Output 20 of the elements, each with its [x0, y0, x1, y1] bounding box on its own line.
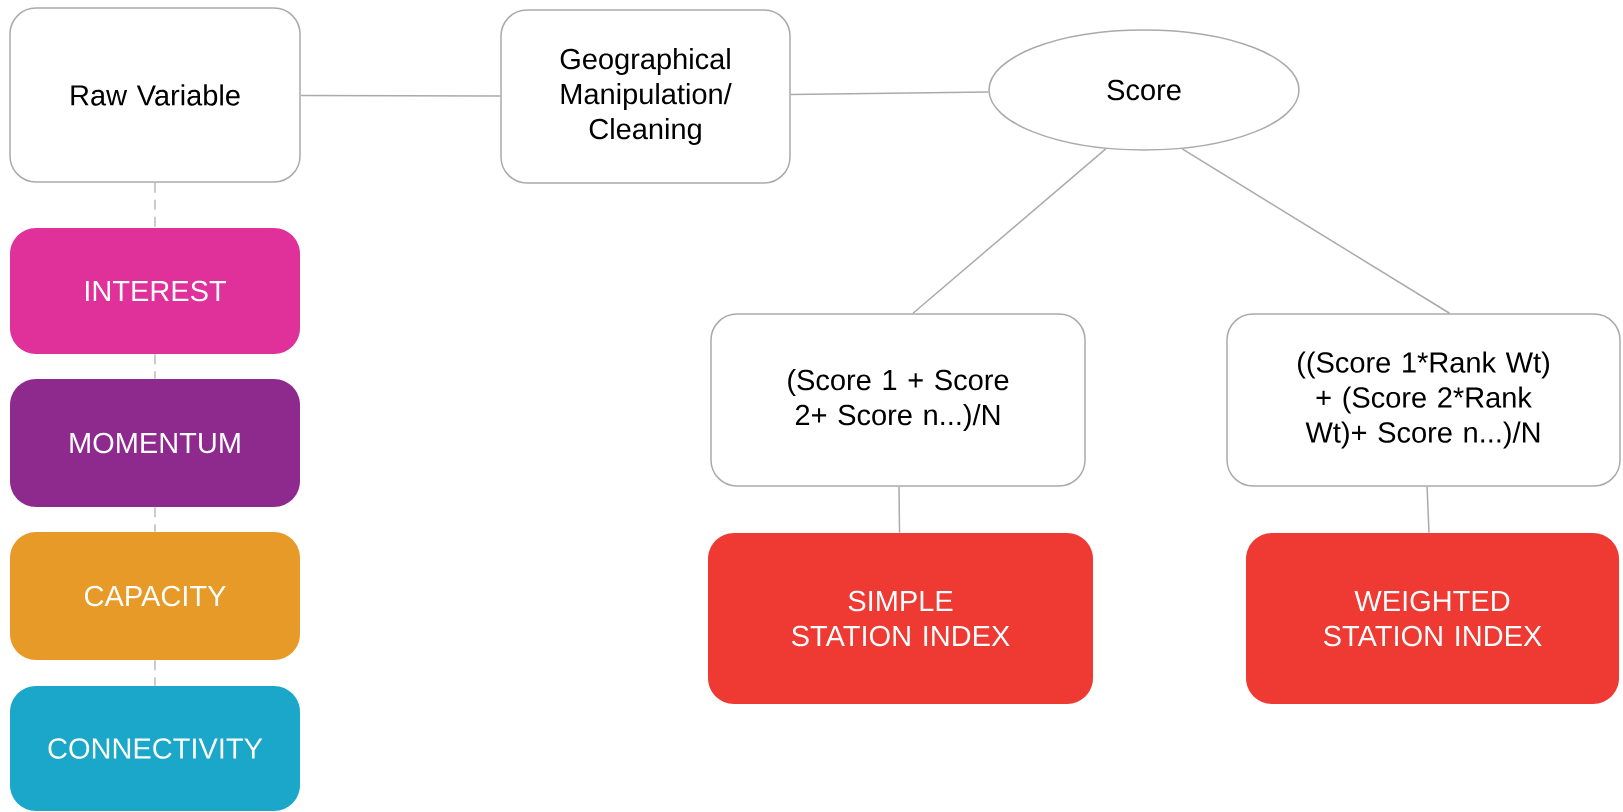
connector-line [1181, 148, 1451, 314]
connector-line [300, 94, 501, 97]
connector-line [154, 182, 156, 229]
connector-line [912, 148, 1107, 314]
connector-line [790, 91, 990, 96]
category-box: CAPACITY [10, 532, 300, 660]
index-box: SIMPLE STATION INDEX [708, 533, 1093, 704]
formula-box: ((Score 1*Rank Wt) + (Score 2*Rank Wt)+ Score n...)/N [1226, 313, 1621, 487]
connector-line [898, 486, 901, 534]
category-box: CONNECTIVITY [10, 686, 300, 811]
index-box: WEIGHTED STATION INDEX [1246, 533, 1619, 704]
process-box: Raw Variable [9, 7, 301, 183]
connector-line [154, 506, 156, 533]
connector-line [154, 353, 156, 380]
formula-box: (Score 1 + Score 2+ Score n...)/N [710, 313, 1086, 487]
connector-line [1426, 486, 1430, 534]
process-box: Geographical Manipulation/ Cleaning [500, 9, 791, 184]
connector-line [154, 659, 156, 687]
category-box: INTEREST [10, 228, 300, 354]
category-box: MOMENTUM [10, 379, 300, 507]
